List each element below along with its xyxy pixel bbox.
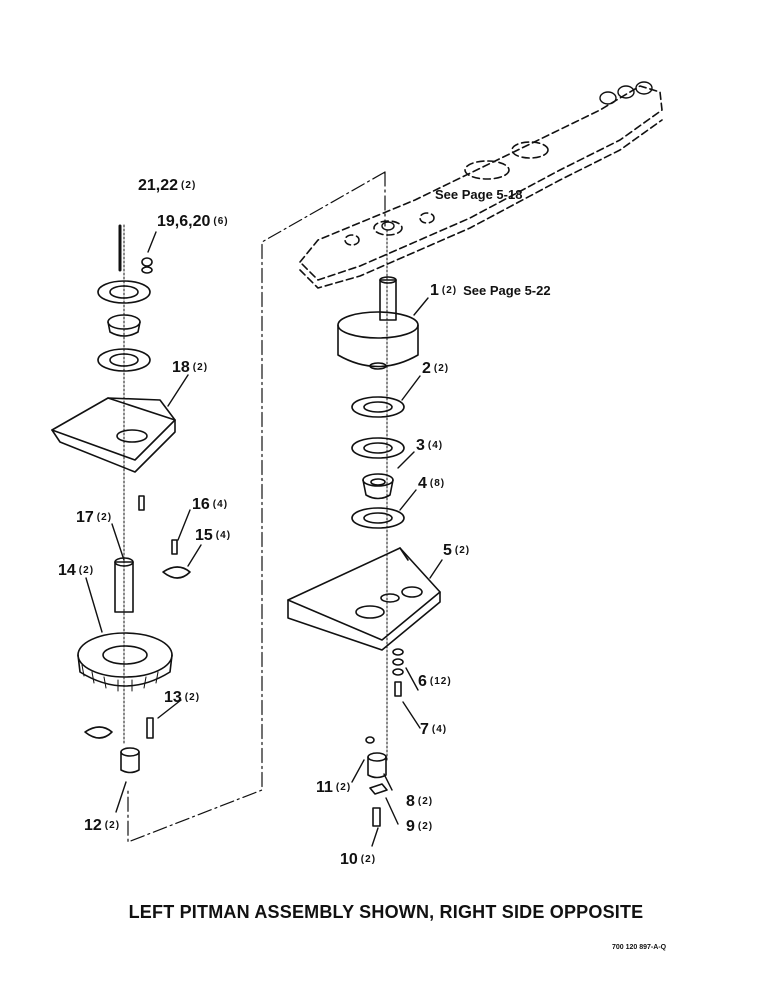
mounting-bracket [287, 547, 441, 651]
callout-6: 6(12) [418, 674, 452, 690]
callout-19-6-20: 19,6,20(6) [157, 214, 229, 230]
callout-number: 16 [192, 496, 210, 513]
callout-number: 21,22 [138, 177, 179, 194]
separator-line [127, 171, 386, 843]
callout-qty: (4) [212, 499, 229, 510]
callout-7: 7(4) [420, 722, 447, 738]
lower-flange-plate [351, 507, 405, 529]
callout-qty: (4) [427, 440, 444, 451]
callout-2: 2(2) [422, 361, 449, 377]
callout-number: 15 [195, 527, 213, 544]
callout-qty: (2) [417, 821, 434, 832]
callout-number: 19,6,20 [157, 213, 211, 230]
bearing [362, 473, 394, 500]
see-page-label-pulley: See Page 5-22 [463, 283, 551, 298]
callout-11: 11(2) [316, 780, 351, 796]
callout-number: 1 [430, 282, 439, 299]
lower-bushing [365, 736, 388, 827]
left-bearing [107, 314, 141, 337]
retainer-ring [351, 396, 405, 418]
callout-9: 9(2) [406, 819, 433, 835]
counterweight [162, 539, 191, 579]
callout-qty: (2) [441, 285, 458, 296]
callout-number: 7 [420, 721, 429, 738]
callout-qty: (2) [96, 512, 113, 523]
callout-number: 11 [316, 779, 333, 796]
callout-8: 8(2) [406, 794, 433, 810]
callout-qty: (4) [431, 724, 448, 735]
callout-number: 17 [76, 509, 94, 526]
left-bushing [120, 747, 140, 774]
pitman-arm [299, 85, 663, 289]
upper-flange-plate [97, 280, 151, 304]
washer-stack [392, 648, 404, 697]
callout-number: 18 [172, 359, 190, 376]
callout-16: 16(4) [192, 497, 228, 513]
toothed-pulley [77, 632, 173, 692]
callout-number: 5 [443, 542, 452, 559]
callout-qty: (2) [433, 363, 450, 374]
callout-number: 10 [340, 851, 358, 868]
callout-number: 6 [418, 673, 427, 690]
callout-qty: (2) [417, 796, 434, 807]
callout-17: 17(2) [76, 510, 112, 526]
pulley-hub [337, 276, 419, 370]
callout-10: 10(2) [340, 852, 376, 868]
callout-5: 5(2) [443, 543, 470, 559]
callout-1: 1(2) See Page 5-22 [430, 283, 551, 299]
callout-qty: (12) [429, 676, 452, 687]
pitman-arm-bolts [381, 81, 653, 231]
callout-qty: (2) [192, 362, 209, 373]
callout-21-22: 21,22(2) [138, 178, 196, 194]
callout-number: 12 [84, 817, 102, 834]
callout-qty: (4) [215, 530, 232, 541]
callout-number: 2 [422, 360, 431, 377]
callout-13: 13(2) [164, 690, 200, 706]
callout-number: 13 [164, 689, 182, 706]
callout-number: 8 [406, 793, 415, 810]
callout-number: 9 [406, 818, 415, 835]
callout-3: 3(4) [416, 438, 443, 454]
left-mounting-bracket [51, 397, 176, 473]
callout-18: 18(2) [172, 360, 208, 376]
callout-qty: (2) [184, 692, 201, 703]
callout-qty: (2) [104, 820, 121, 831]
see-page-label-top: See Page 5-18 [435, 187, 523, 202]
callout-14: 14(2) [58, 563, 94, 579]
callout-number: 14 [58, 562, 76, 579]
callout-number: 4 [418, 475, 427, 492]
callout-qty: (2) [454, 545, 471, 556]
left-lower-flange-plate [97, 348, 151, 372]
callout-15: 15(4) [195, 528, 231, 544]
flange-plate [351, 437, 405, 459]
callout-number: 3 [416, 437, 425, 454]
callout-4: 4(8) [418, 476, 445, 492]
figure-caption: LEFT PITMAN ASSEMBLY SHOWN, RIGHT SIDE O… [128, 902, 644, 922]
drawing-number: 700 120 897-A-Q [612, 944, 667, 951]
callout-12: 12(2) [84, 818, 120, 834]
callout-qty: (2) [335, 782, 352, 793]
callout-qty: (6) [213, 216, 229, 227]
long-bolt [118, 224, 153, 274]
callout-qty: (2) [181, 180, 197, 191]
callout-qty: (2) [78, 565, 95, 576]
callout-qty: (8) [429, 478, 446, 489]
callout-qty: (2) [360, 854, 377, 865]
